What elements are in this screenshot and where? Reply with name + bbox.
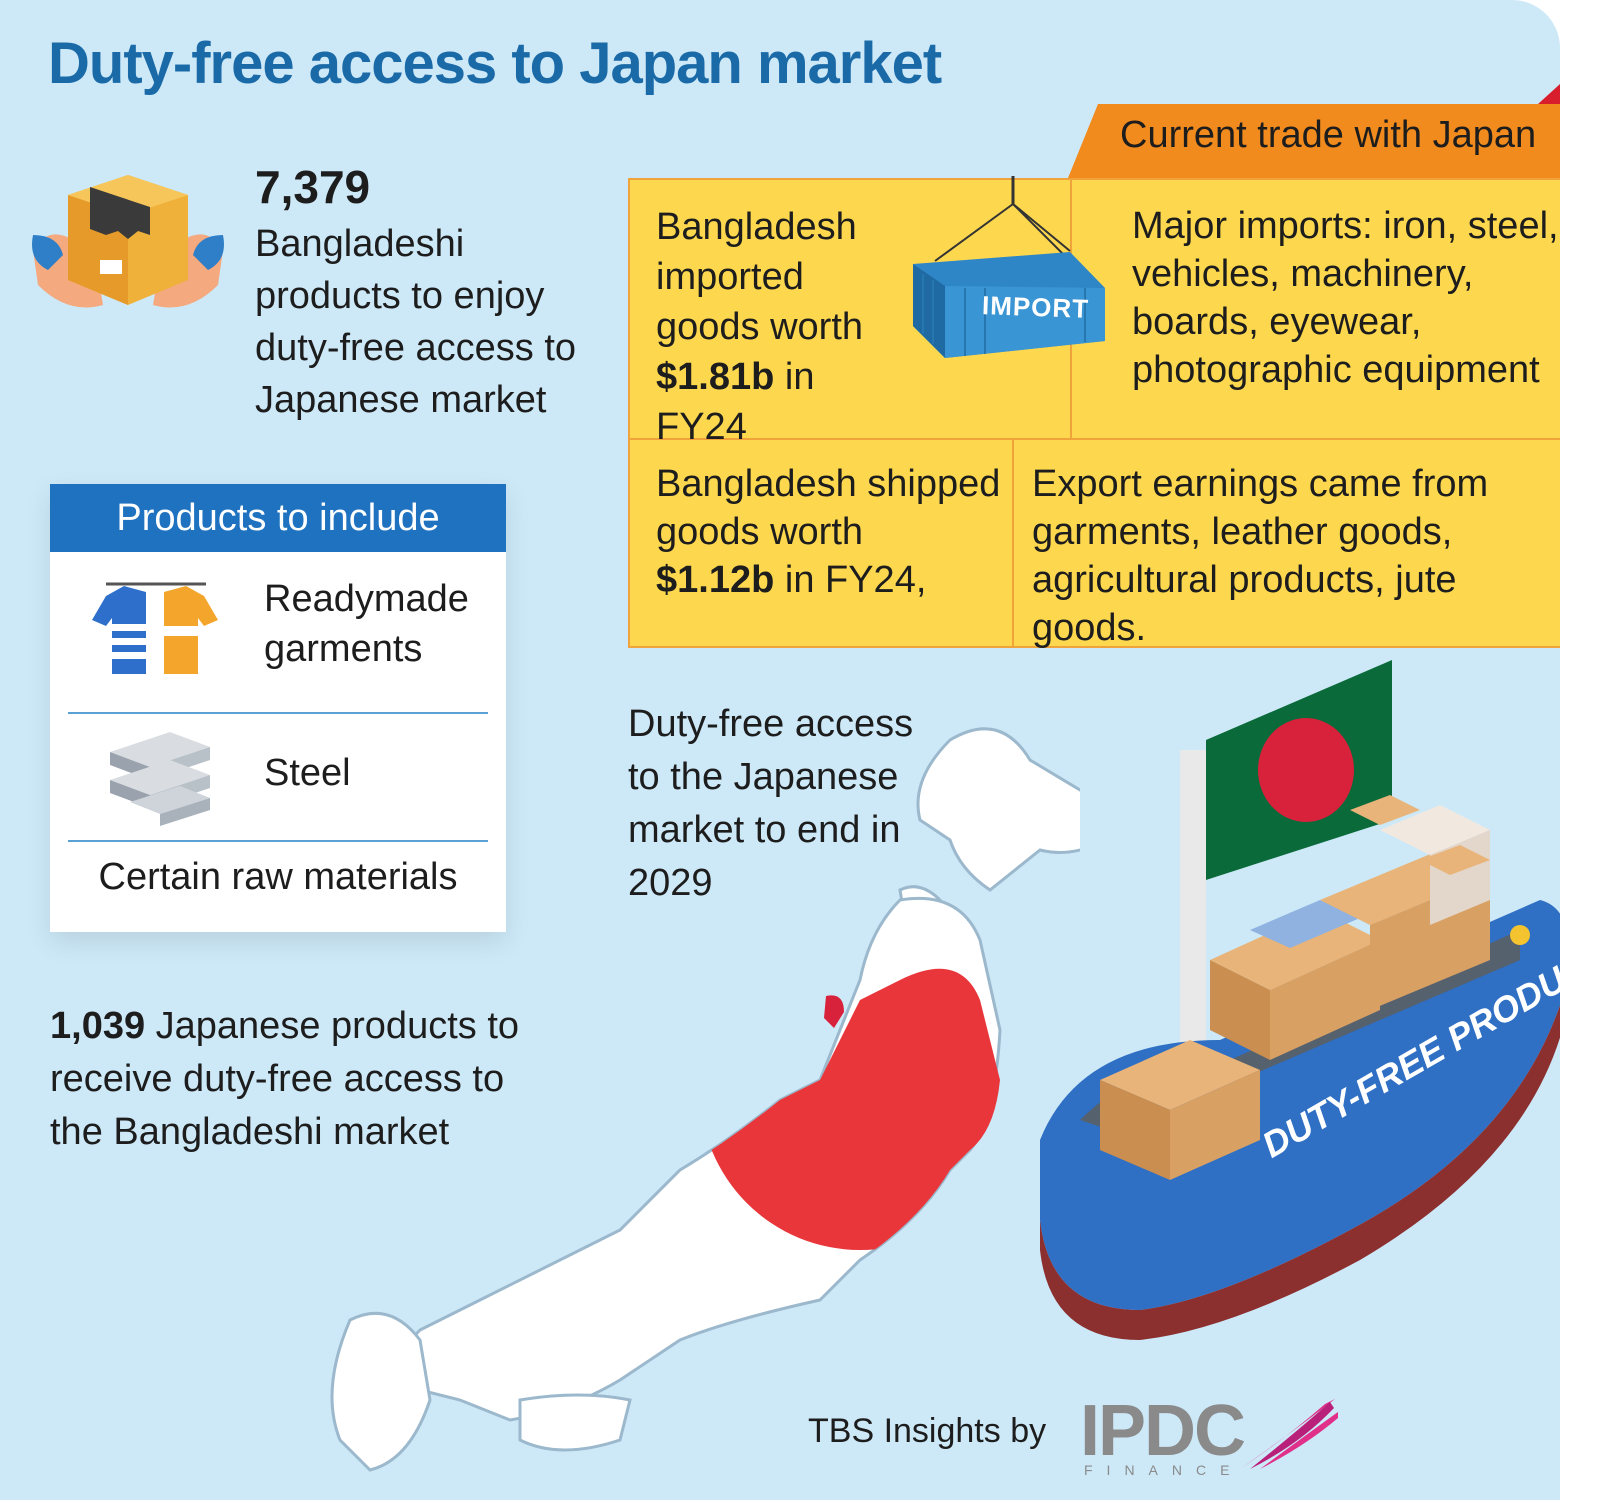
credit-text: TBS Insights by [808,1412,1047,1450]
jp-products-count: 1,039 [50,1005,146,1047]
product-raw-materials-label: Certain raw materials [98,856,458,898]
exports-suffix: in FY24, [774,559,927,601]
export-earnings-text: Export earnings came from garments, leat… [1032,463,1489,649]
steel-bars-icon [110,732,210,826]
logo-sub: FINANCE [1084,1462,1244,1478]
cargo-ship-icon [1040,660,1560,1340]
trade-heading-tab [1068,104,1560,178]
exports-prefix: Bangladesh shipped goods worth [656,463,1001,553]
bd-products-text: Bangladeshi products to enjoy duty-free … [255,223,577,421]
logo-swoosh-icon [1240,1399,1338,1469]
container-label: IMPORT [981,290,1090,324]
imports-text: Bangladesh imported goods worth $1.81b i… [656,202,896,452]
trade-heading: Current trade with Japan [1120,114,1537,156]
imports-amount: $1.81b [656,356,775,398]
jp-products-text: 1,039 Japanese products to receive duty-… [50,1000,550,1159]
products-panel: Products to include Readymade garments S… [50,484,506,932]
grid-line [630,438,1560,440]
imports-prefix: Bangladesh imported goods worth [656,206,864,348]
product-garments-label: Readymade garments [264,578,469,670]
end-note: Duty-free access to the Japanese market … [628,703,914,904]
grid-line [1012,440,1014,646]
exports-text: Bangladesh shipped goods worth $1.12b in… [656,460,1008,604]
ipdc-logo: IPDC FINANCE [1080,1390,1340,1480]
logo-name: IPDC [1080,1391,1246,1471]
panel-divider [68,840,488,842]
panel-divider [68,712,488,714]
tab-accent [1538,84,1560,104]
trade-grid: Bangladesh imported goods worth $1.81b i… [628,178,1560,649]
jp-products-desc: Japanese products to receive duty-free a… [50,1005,520,1153]
products-panel-heading: Products to include [50,484,506,552]
japan-map-icon [330,727,1080,1472]
bd-products-count: 7,379 [255,161,371,213]
box-in-hands-icon [32,175,224,308]
page-title: Duty-free access to Japan market [48,31,942,96]
infographic-canvas: Duty-free access to Japan market 7,379 B… [0,0,1560,1500]
cargo-container-icon [913,176,1105,358]
tshirt-icon [92,582,218,674]
exports-amount: $1.12b [656,559,775,601]
imports-suffix: in FY24 [656,356,815,448]
major-imports-text: Major imports: iron, steel, vehicles, ma… [1132,205,1559,391]
product-steel-label: Steel [264,752,351,794]
